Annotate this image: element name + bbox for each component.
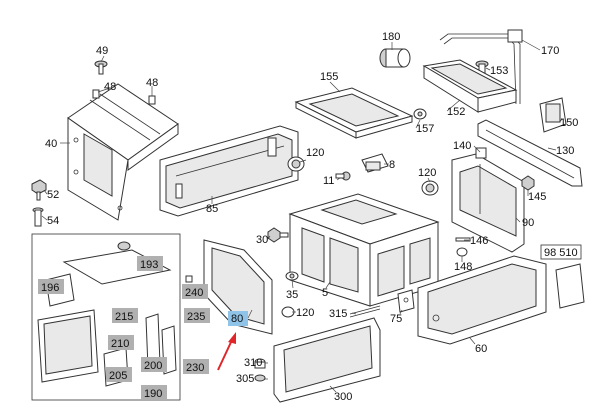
red-arrow-indicator	[217, 332, 236, 371]
part-157-washer	[413, 108, 427, 120]
label-210: 210	[111, 338, 129, 350]
label-80: 80	[231, 313, 243, 325]
part-60-panel	[417, 255, 547, 345]
label-48-b: 48	[146, 77, 158, 89]
part-85-panel	[159, 125, 299, 217]
part-75-bracket	[397, 289, 415, 313]
label-235: 235	[187, 311, 205, 323]
label-30: 30	[256, 234, 268, 246]
label-120-b: 120	[418, 167, 436, 179]
label-215: 215	[115, 311, 133, 323]
label-130: 130	[556, 145, 574, 157]
label-140: 140	[453, 140, 471, 152]
part-5-chassis	[288, 193, 440, 307]
part-180-roller	[379, 48, 411, 68]
label-300: 300	[334, 391, 352, 403]
label-155: 155	[320, 71, 338, 83]
label-5: 5	[322, 287, 328, 299]
inset-box	[31, 233, 193, 401]
label-305: 305	[236, 373, 254, 385]
label-153: 153	[490, 65, 508, 77]
part-310-spacer	[254, 358, 266, 369]
label-11: 11	[323, 175, 334, 187]
leader-lines	[41, 39, 563, 393]
part-146-pin	[455, 237, 471, 242]
part-8-bracket	[361, 153, 389, 173]
label-75: 75	[390, 313, 402, 325]
label-90: 90	[522, 217, 534, 229]
part-205-box	[37, 309, 99, 383]
part-170-rod	[439, 29, 523, 105]
label-205: 205	[109, 370, 127, 382]
label-240: 240	[185, 287, 203, 299]
part-35-nut	[285, 271, 299, 281]
label-49: 49	[96, 45, 108, 57]
part-305-washer	[254, 374, 266, 382]
part-49-screw	[94, 60, 108, 75]
part-145-bolt	[521, 175, 535, 191]
label-310: 310	[244, 357, 262, 369]
label-54: 54	[47, 215, 59, 227]
label-193: 193	[140, 259, 158, 271]
part-98510-bracket	[555, 263, 585, 309]
part-152-tray	[422, 59, 518, 113]
label-196: 196	[41, 282, 59, 294]
label-315: 315	[329, 308, 347, 320]
label-48-a: 48	[104, 81, 116, 93]
label-98510: 98 510	[544, 247, 578, 259]
part-120-motor-a	[287, 156, 305, 172]
label-148: 148	[454, 261, 472, 273]
label-120-c: 120	[296, 307, 314, 319]
part-90-housing	[451, 153, 525, 253]
label-146: 146	[470, 235, 488, 247]
label-180: 180	[382, 31, 400, 43]
label-8: 8	[389, 159, 395, 171]
label-200: 200	[144, 360, 162, 372]
part-52-bolt	[31, 179, 47, 201]
label-230: 230	[186, 362, 204, 374]
label-60: 60	[475, 343, 487, 355]
part-130-panel	[477, 119, 583, 187]
label-145: 145	[528, 191, 546, 203]
part-240-clip	[185, 275, 193, 283]
part-11-screw	[335, 171, 351, 181]
label-85: 85	[206, 203, 218, 215]
label-highlights	[38, 256, 248, 400]
part-140-clip	[475, 147, 487, 159]
part-40-frame	[67, 83, 179, 221]
label-52: 52	[47, 189, 59, 201]
part-30-bolt	[267, 227, 289, 243]
part-54-pin	[32, 207, 44, 227]
part-315-rod	[349, 305, 381, 318]
label-170: 170	[541, 45, 559, 57]
label-157: 157	[416, 123, 434, 135]
part-155-tray	[294, 87, 414, 139]
part-148-washer	[456, 247, 468, 257]
label-190: 190	[144, 388, 162, 400]
part-150-bracket	[539, 97, 567, 133]
label-40: 40	[45, 138, 57, 150]
part-120-motor-b	[421, 180, 439, 196]
callout-labels: 49 48 48 40 52 54 85 155 180 170 153 152…	[41, 31, 582, 403]
part-300-cover	[273, 317, 381, 403]
label-120-a: 120	[306, 147, 324, 159]
label-98510-box	[540, 244, 582, 260]
label-35: 35	[286, 289, 298, 301]
label-152: 152	[447, 106, 465, 118]
label-150: 150	[560, 117, 578, 129]
